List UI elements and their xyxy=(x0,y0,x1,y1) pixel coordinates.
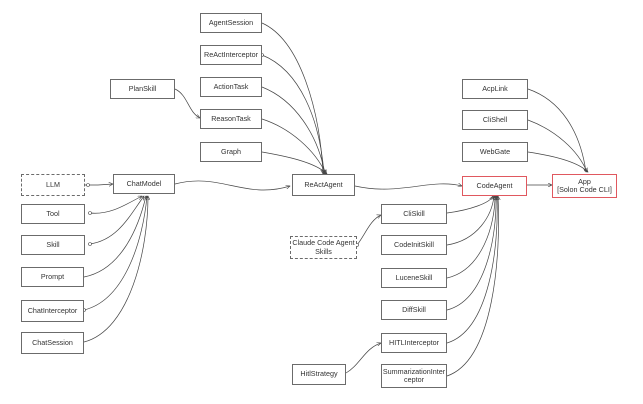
node-hitl-interceptor: HITLInterceptor xyxy=(381,333,447,353)
node-react-interceptor: ReActInterceptor xyxy=(200,45,262,65)
node-reason-task: ReasonTask xyxy=(200,109,262,129)
node-react-agent: ReActAgent xyxy=(292,174,355,196)
edge-reactagent-codeagent xyxy=(354,184,462,190)
edge-graph-reactagent xyxy=(261,151,327,174)
edge-clishell-app xyxy=(527,119,587,172)
edge-reasontask-reactagent xyxy=(261,118,326,174)
edge-skill-chatmodel xyxy=(89,196,144,245)
node-cli-skill: CliSkill xyxy=(381,204,447,224)
node-prompt: Prompt xyxy=(21,267,84,287)
edge-diffskill-codeagent xyxy=(446,196,496,311)
edge-cliskill-codeagent xyxy=(446,196,493,214)
edge-claudeskills-cliskill xyxy=(356,215,381,246)
edge-tool-chatmodel xyxy=(89,195,142,214)
node-agent-session: AgentSession xyxy=(200,13,262,33)
node-graph: Graph xyxy=(200,142,262,162)
node-app: App [Solon Code CLI] xyxy=(552,174,617,198)
edge-reactinterceptor-reactagent xyxy=(261,54,324,174)
node-summarization-interceptor: SummarizationInter ceptor xyxy=(381,364,447,388)
node-claude-code-agent-skills: Claude Code Agent Skills xyxy=(290,236,357,259)
edge-hitlinterceptor-codeagent xyxy=(446,196,497,344)
node-chat-model: ChatModel xyxy=(113,174,175,194)
node-skill: Skill xyxy=(21,235,85,255)
edge-acplink-app xyxy=(527,88,586,172)
edge-summarization-codeagent xyxy=(446,196,499,377)
edge-chatmodel-reactagent xyxy=(174,180,290,191)
node-web-gate: WebGate xyxy=(462,142,528,162)
edge-actiontask-reactagent xyxy=(261,86,325,174)
node-hitl-strategy: HitlStrategy xyxy=(292,364,346,385)
edge-tool-start-dot xyxy=(88,211,92,215)
edge-luceneskill-codeagent xyxy=(446,196,495,279)
edge-llm-start-dot xyxy=(86,183,90,187)
edge-skill-start-dot xyxy=(88,242,92,246)
node-action-task: ActionTask xyxy=(200,77,262,97)
node-plan-skill: PlanSkill xyxy=(110,79,175,99)
edge-agentsession-reactagent xyxy=(261,22,323,174)
edge-chatsession-chatmodel xyxy=(83,196,148,343)
node-code-agent: CodeAgent xyxy=(462,176,527,196)
edge-codeinitskill-codeagent xyxy=(446,196,494,246)
edge-planskill-reasontask xyxy=(174,88,200,119)
node-acp-link: AcpLink xyxy=(462,79,528,99)
edge-prompt-chatmodel xyxy=(83,196,146,278)
node-tool: Tool xyxy=(21,204,85,224)
edge-chatinterceptor-chatmodel xyxy=(83,196,147,311)
node-lucene-skill: LuceneSkill xyxy=(381,268,447,288)
edge-hitlstrategy-hitlinterceptor xyxy=(345,343,381,374)
node-cli-shell: CliShell xyxy=(462,110,528,130)
node-code-init-skill: CodeInitSkill xyxy=(381,235,447,255)
node-diff-skill: DiffSkill xyxy=(381,300,447,320)
node-chat-session: ChatSession xyxy=(21,332,84,354)
node-llm: LLM xyxy=(21,174,85,196)
node-chat-interceptor: ChatInterceptor xyxy=(21,300,84,322)
edge-webgate-app xyxy=(527,151,588,172)
